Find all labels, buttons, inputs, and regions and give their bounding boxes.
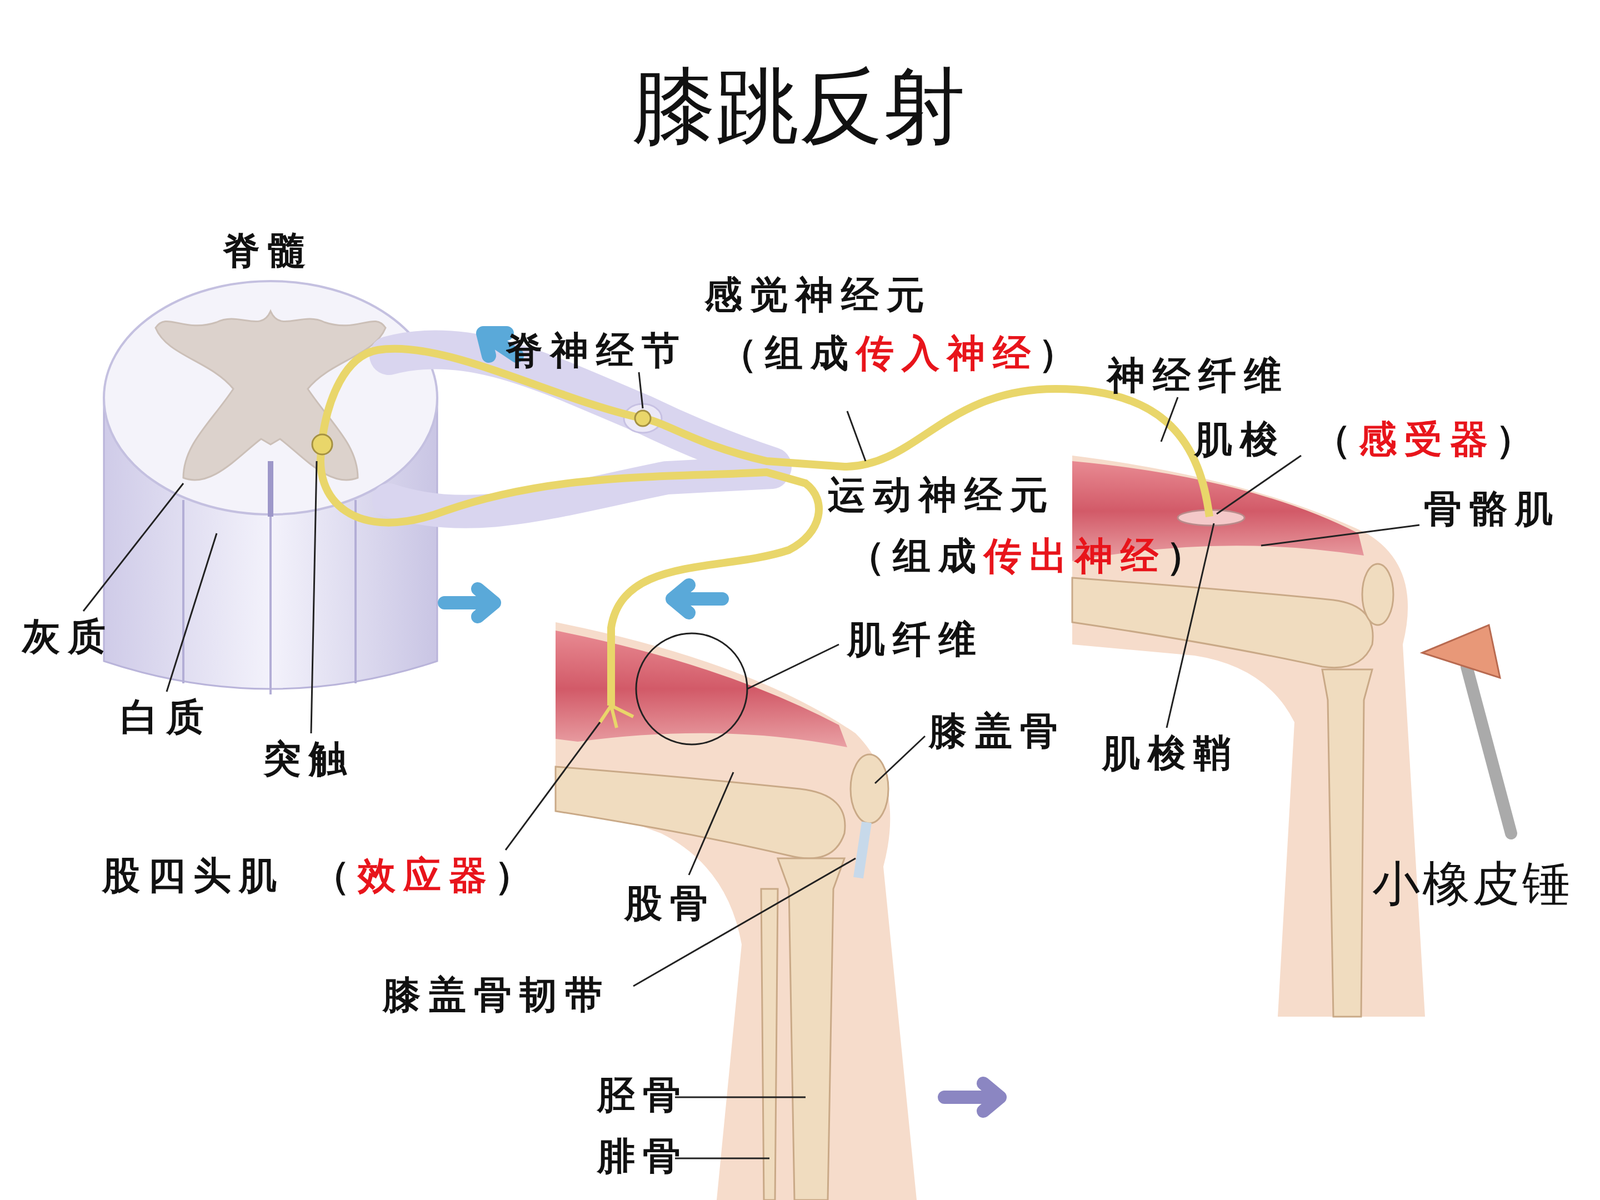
spinal-cord-label: 脊髓: [222, 230, 314, 270]
motor-neuron-label: 运动神经元: [827, 475, 1056, 515]
bracket-text: ）: [1495, 419, 1542, 459]
ligament-label: 膝盖骨韧带: [382, 975, 611, 1015]
sensory-neuron-label: 感觉神经元: [704, 275, 933, 315]
fibula-label: 腓骨: [597, 1136, 689, 1176]
bracket-text: （组成: [847, 536, 984, 576]
muscle-fiber-label: 肌纤维: [847, 619, 984, 659]
afferent-label: 传入神经: [856, 333, 1039, 373]
bracket-text: （组成: [719, 333, 857, 373]
white-matter-label: 白质: [120, 697, 212, 737]
bracket-text: ）: [1038, 333, 1084, 373]
nerve-fiber-label: 神经纤维: [1107, 355, 1290, 395]
bracket-text: （: [312, 855, 358, 895]
synapse-label: 突触: [263, 738, 355, 779]
receptor-label: 感受器: [1358, 419, 1496, 459]
bracket-text: ）: [1166, 536, 1212, 576]
femur-label: 股骨: [624, 883, 716, 923]
quadriceps-label: 股四头肌: [102, 855, 285, 895]
effector-label: 效应器: [357, 855, 495, 895]
skeletal-muscle-label: 骨骼肌: [1423, 488, 1561, 529]
hammer-label: 小橡皮锤: [1372, 858, 1573, 909]
tibia-label: 胫骨: [597, 1075, 689, 1115]
bracket-text: ）: [494, 855, 540, 895]
bracket-text: （: [1313, 419, 1359, 459]
spindle-label: 肌梭: [1194, 419, 1286, 459]
efferent-label: 传出神经: [983, 536, 1167, 576]
title: 膝跳反射: [632, 61, 966, 153]
gray-matter-label: 灰质: [22, 616, 114, 657]
spindle-sheath-label: 肌梭鞘: [1102, 733, 1239, 773]
patella-label: 膝盖骨: [928, 711, 1066, 751]
ganglion-label: 脊神经节: [505, 330, 688, 370]
